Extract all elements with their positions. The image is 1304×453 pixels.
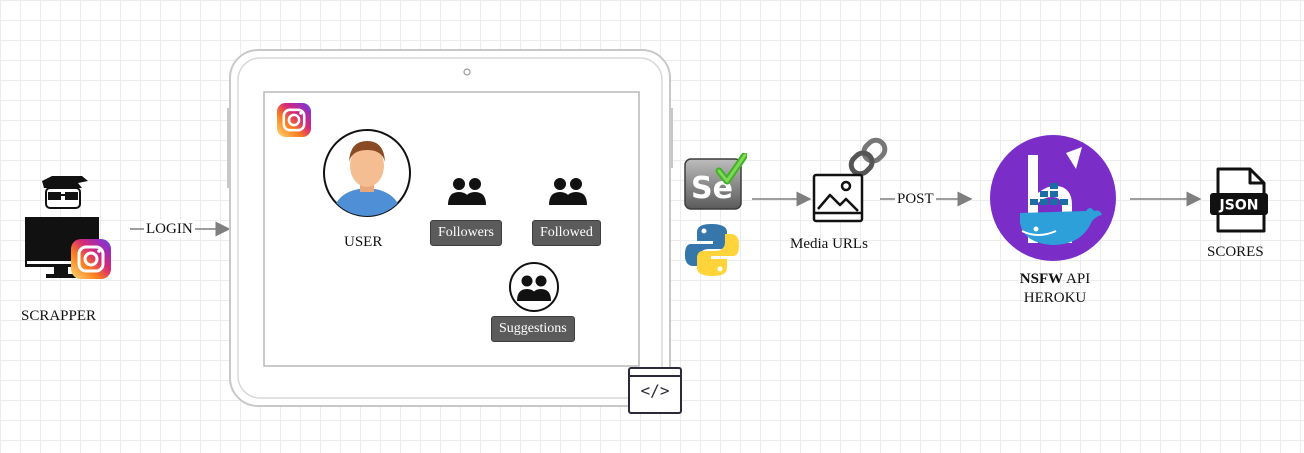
api-host-label: HEROKU: [1023, 290, 1087, 306]
scores-label: SCORES: [1207, 244, 1264, 260]
followed-pill: Followed: [532, 220, 601, 246]
instagram-logo-icon: [71, 239, 111, 279]
followers-group-icon: [448, 178, 486, 205]
scrapper-label: SCRAPPER: [21, 308, 97, 324]
edge-login-label: LOGIN: [144, 220, 195, 238]
edge-post-label: POST: [895, 190, 936, 208]
followed-group-icon: [549, 178, 587, 205]
code-icon: </>: [628, 367, 682, 414]
code-icon-glyph: </>: [640, 381, 670, 400]
instagram-icon: [277, 103, 311, 137]
suggestions-pill: Suggestions: [491, 316, 575, 342]
api-name-label: NSFW API: [990, 270, 1120, 288]
python-logo-icon: [685, 224, 739, 276]
json-file-icon: JSON: [1210, 167, 1268, 233]
user-avatar-icon: [323, 129, 411, 217]
json-badge-text: JSON: [1219, 198, 1259, 214]
selenium-logo-icon: Se: [684, 153, 747, 210]
followers-pill: Followers: [430, 220, 502, 246]
user-label: USER: [344, 234, 383, 250]
media-urls-label: Media URLs: [790, 236, 868, 252]
api-name-rest: API: [1063, 271, 1091, 287]
link-chain-icon: [848, 137, 888, 177]
api-name-bold: NSFW: [1019, 271, 1064, 287]
suggestions-group-icon: [509, 262, 559, 312]
image-icon: [812, 173, 864, 223]
heroku-docker-logo-icon: [990, 135, 1116, 261]
